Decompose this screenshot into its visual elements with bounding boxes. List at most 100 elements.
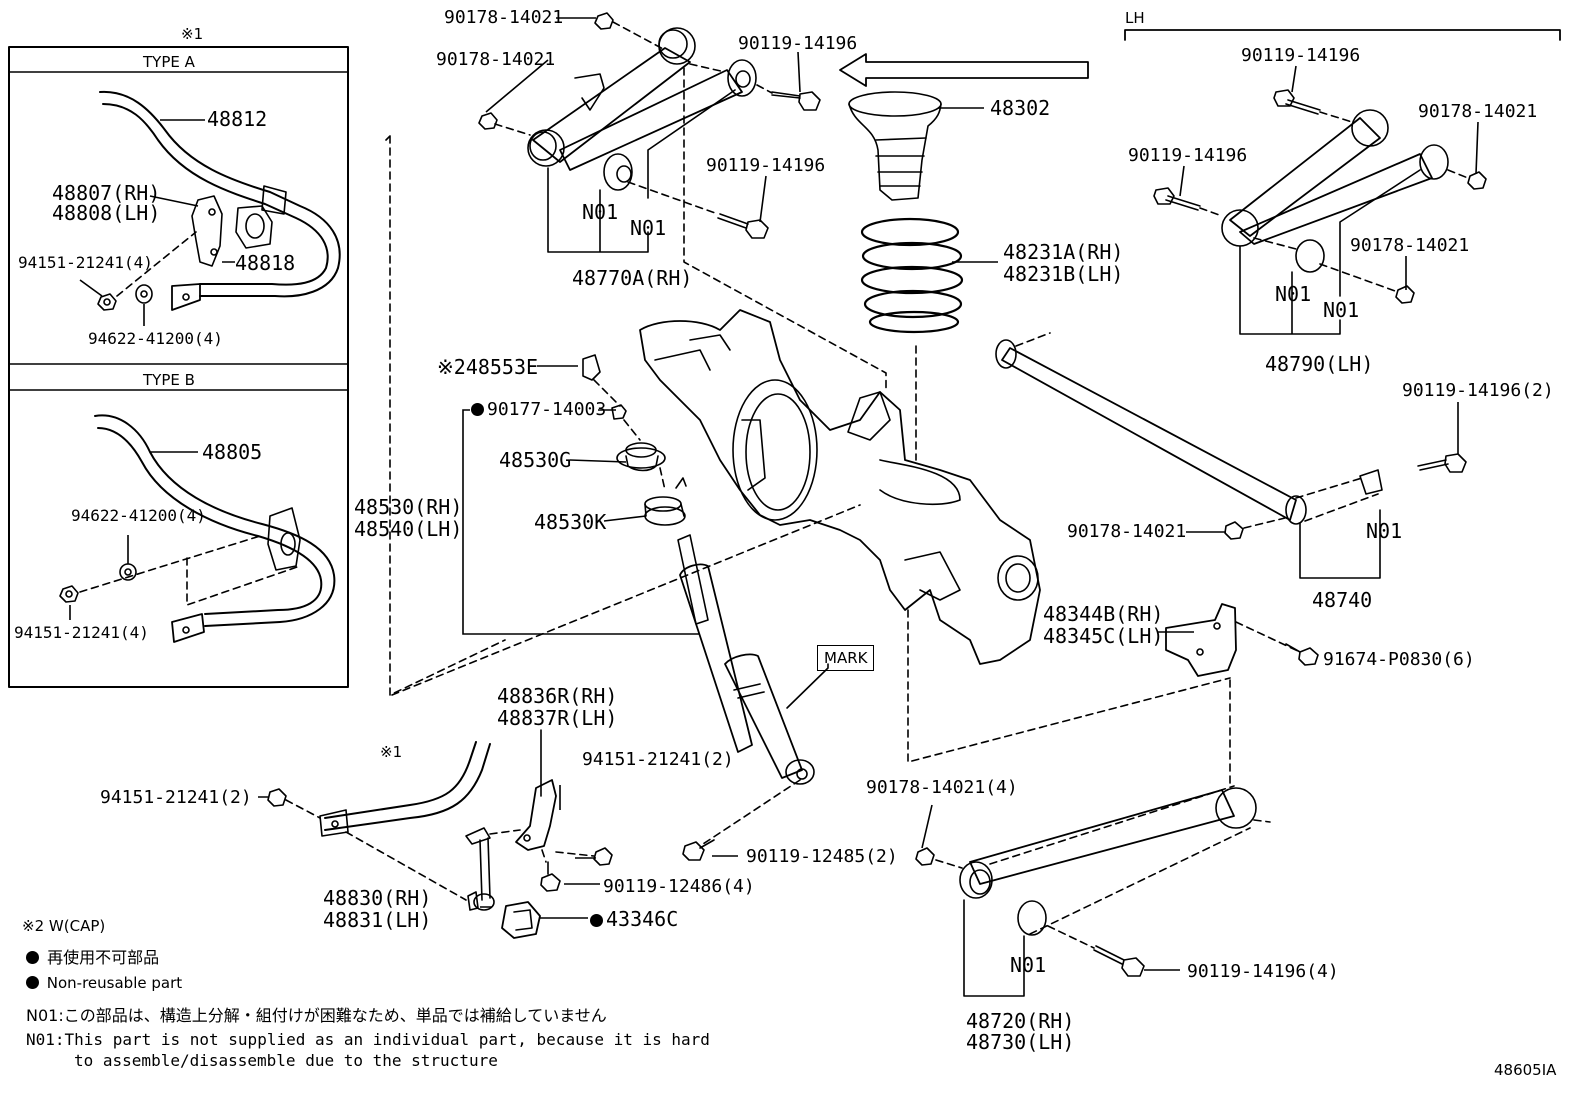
lh-nut-a [1467,171,1487,190]
non-reusable-dot [471,403,484,416]
link-bracket [515,779,557,851]
legend-wcap: ※2 W(CAP) [22,916,105,936]
label-stab-bar-b: 48805 [202,440,263,464]
non-reusable-jp-text: 再使用不可部品 [47,948,160,967]
label-bumper: 48302 [990,96,1051,120]
link-nut-b [593,847,613,866]
upper-bolt-a [771,91,821,111]
label-lh-n01-b: N01 [1323,298,1360,322]
stabilizer-bracket-a [191,195,223,267]
upper-nut-a [594,12,614,30]
legend-n01-jp: N01:この部品は、構造上分解・組付けが困難なため、単品では補給していません [26,1006,607,1025]
label-spring-rh: 48231A(RH) [1003,240,1124,264]
label-lower-bolt: 90119-14196(4) [1187,961,1339,982]
non-reusable-dot [590,914,603,927]
label-stab-bush-a: 48818 [235,251,296,275]
legend-n01-en-1: N01:This part is not supplied as an indi… [26,1030,710,1049]
label-link-bracket-lh: 48837R(LH) [497,706,618,730]
legend-n01-en-2: to assemble/disassemble due to the struc… [74,1051,498,1070]
label-cap: ※248553E [437,356,538,378]
label-bracket-rh: 48344B(RH) [1043,602,1164,626]
label-shock-cushion-k: 48530K [534,510,607,534]
suspension-bracket [1165,603,1237,677]
label-upper-n01-b: N01 [630,216,667,240]
wcap-symbol: ※2 [22,917,45,935]
note-symbol-1-link: ※1 [380,743,403,761]
label-shock-nut: 90177-14003 [471,400,606,420]
label-stab-nut-a: 94151-21241(4) [18,253,153,272]
label-upper-arm-lh: 48790(LH) [1265,352,1374,376]
label-spring-lh: 48231B(LH) [1003,262,1124,286]
label-link-rh: 48830(RH) [323,886,432,910]
label-lower-n01: N01 [1010,953,1047,977]
lower-bolt [1093,945,1145,977]
label-lateral-nut: 90178-14021 [1067,521,1187,542]
stabilizer-bushing-a [235,205,273,249]
lh-tag: LH [1125,9,1145,27]
link-bolt [540,861,561,892]
label-lateral-bolt: 90119-14196(2) [1402,380,1554,401]
coil-spring [860,217,964,334]
type-b-header: TYPE B [143,371,195,389]
cap-part-number: 48553E [465,355,539,379]
label-shock-cushion-g: 48530G [499,448,572,472]
shock-cap [582,354,601,381]
label-stab-bracket-lh: 48808(LH) [52,201,161,225]
upper-arm-rh [527,27,757,191]
lh-bolt-a [1273,89,1321,115]
label-shock-rh: 48530(RH) [354,495,463,519]
label-lateral-n01: N01 [1366,519,1403,543]
label-stopper: 43346C [590,908,678,930]
bracket-bolt [1285,643,1319,666]
label-lh-nut-b: 90178-14021 [1350,235,1470,256]
shock-absorber [677,534,815,785]
direction-arrow [839,53,1089,87]
label-lower-nut: 90178-14021(4) [866,777,1018,798]
legend-non-reusable-en: Non-reusable part [26,973,182,993]
label-lower-arm-rh: 48720(RH) [966,1009,1075,1033]
shock-nut-number: 90177-14003 [487,399,607,420]
label-stab-bar-a: 48812 [207,107,268,131]
label-stab-nut-b: 94151-21241(4) [14,623,149,642]
axle-housing [639,309,1041,665]
label-lateral-rod: 48740 [1312,588,1373,612]
stab-washer-a [135,284,153,304]
label-stab-bracket-rh: 48807(RH) [52,181,161,205]
upper-arm-lh [1221,109,1449,273]
label-upper-arm-rh: 48770A(RH) [572,266,693,290]
label-lh-bolt-b: 90119-14196 [1128,145,1248,166]
label-upper-nut-b: 90178-14021 [436,49,556,70]
stab-nut-b [59,585,79,603]
note-symbol-1: ※1 [181,25,204,43]
non-reusable-dot [26,976,39,989]
lower-nut [915,847,935,866]
label-stab-washer-a: 94622-41200(4) [88,329,223,348]
label-shock-lower-bolt: 90119-12485(2) [746,846,898,867]
label-lh-nut-a: 90178-14021 [1418,101,1538,122]
stabilizer-type-panel [8,46,349,688]
lh-bolt-b [1153,187,1201,211]
lateral-nut [1224,521,1244,540]
diagram-code: 48605IA [1494,1061,1557,1079]
shock-cushion-g [616,442,666,472]
mark-label: MARK [817,645,875,671]
lower-control-arm [959,787,1257,936]
link-nut-a [267,788,287,807]
label-upper-n01-a: N01 [582,200,619,224]
label-upper-bolt-a: 90119-14196 [738,33,858,54]
label-link-nut-b: 94151-21241(2) [582,749,734,770]
stabilizer-link [465,827,495,911]
label-link-nut-a: 94151-21241(2) [100,787,252,808]
label-lower-arm-lh: 48730(LH) [966,1030,1075,1054]
bump-stopper [848,91,942,201]
label-upper-nut-a: 90178-14021 [444,7,564,28]
stabilizer-bar-type-a [99,90,341,311]
non-reusable-dot [26,951,39,964]
label-link-lh: 48831(LH) [323,908,432,932]
upper-nut-b [478,112,498,130]
label-link-bracket-rh: 48836R(RH) [497,684,618,708]
label-stab-washer-b: 94622-41200(4) [71,506,206,525]
label-link-bolt: 90119-12486(4) [603,876,755,897]
